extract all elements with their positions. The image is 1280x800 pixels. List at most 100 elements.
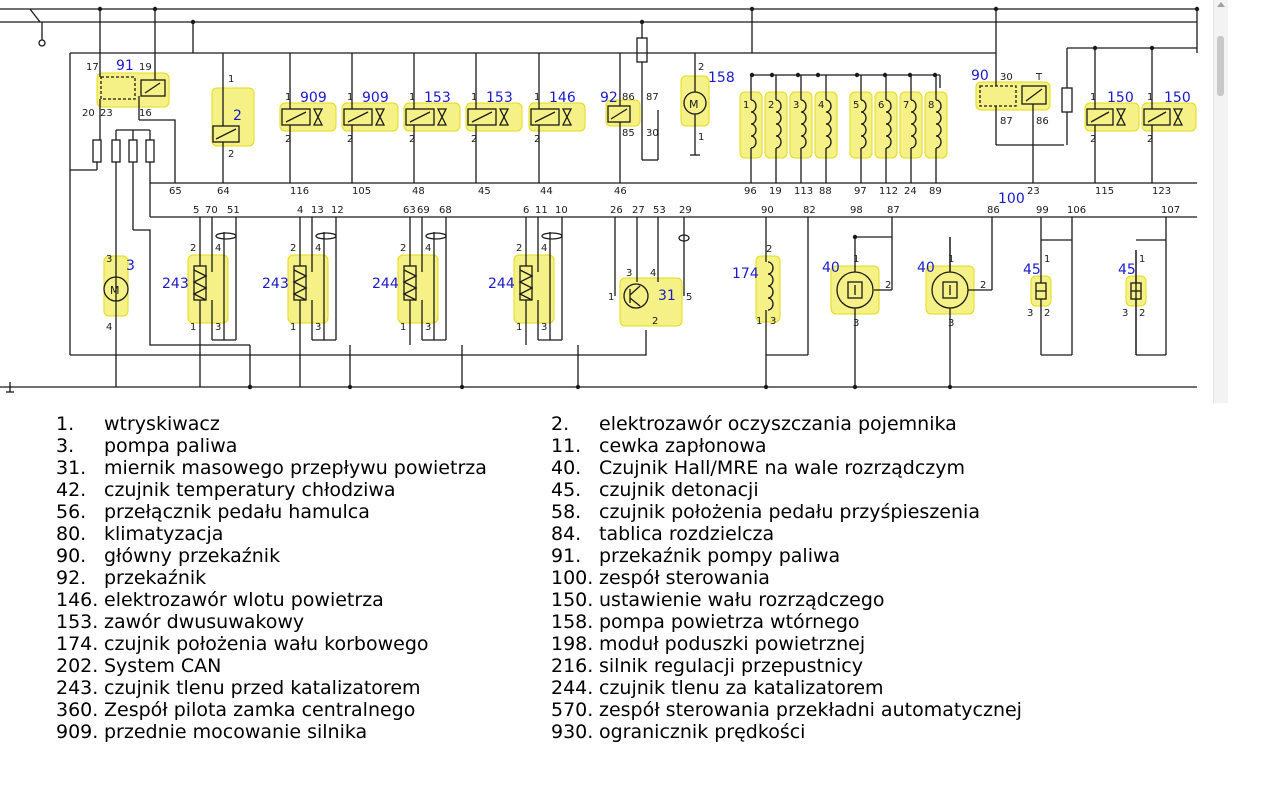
pin-label: 2	[766, 244, 772, 255]
legend-label: główny przekaźnik	[104, 545, 281, 567]
pin-label: 23	[100, 108, 113, 119]
ecu-pin-label: 48	[412, 186, 425, 197]
ecu-pin-label: 96	[744, 186, 757, 197]
solenoid-valve-icon	[1147, 111, 1167, 123]
junction-dot	[854, 72, 860, 78]
pin-label: 3	[770, 316, 776, 327]
legend-label: przednie mocowanie silnika	[104, 721, 368, 743]
scroll-thumb[interactable]	[1217, 36, 1224, 96]
legend-number: 570.	[551, 699, 594, 721]
legend-number: 3.	[56, 435, 75, 457]
transistor-icon	[629, 297, 641, 307]
component-legend: 1. wtryskiwacz 2. elektrozawór oczyszczania…	[0, 413, 1280, 753]
ecu-pin-label: 10	[555, 205, 568, 216]
legend-label: cewka zapłonowa	[599, 435, 767, 457]
ecu-pin-label: 68	[439, 205, 452, 216]
transistor-icon	[629, 285, 641, 296]
relay-coil-icon	[144, 82, 161, 94]
heated-sensor-icon	[402, 269, 418, 301]
ecu-pin-label: 87	[887, 205, 900, 216]
component-number: 153	[486, 90, 513, 106]
pin-label: 3	[626, 268, 632, 279]
motor-icon: M	[110, 284, 120, 297]
vertical-scrollbar[interactable]	[1213, 0, 1228, 403]
pin-label: 3	[948, 318, 954, 329]
ecu-pin-label: 123	[1152, 186, 1171, 197]
pin-label: 5	[853, 100, 859, 111]
ecu-pin-label: 63	[403, 205, 416, 216]
solenoid-valve-icon	[534, 111, 556, 123]
valve-icon	[1172, 108, 1184, 126]
ecu-pin-label: 11	[535, 205, 548, 216]
ckp-174-highlight	[755, 255, 781, 323]
legend-number: 45.	[551, 479, 582, 501]
legend-number: 146.	[56, 589, 99, 611]
pin-label: 1	[290, 322, 296, 333]
junction-dot	[749, 6, 755, 12]
legend-number: 1.	[56, 413, 75, 435]
pin-label: 3	[106, 254, 112, 265]
valve-icon	[498, 108, 510, 126]
inductor-coil-icon	[767, 261, 774, 311]
junction-dot	[575, 384, 581, 390]
solenoid-valve-icon	[285, 111, 307, 123]
legend-label: System CAN	[104, 655, 222, 677]
ecu-pin-label: 12	[331, 205, 344, 216]
ecu-pin-label: 23	[1027, 186, 1040, 197]
pin-label: 1	[228, 74, 234, 85]
fuse-icon	[128, 139, 138, 163]
ecu-pin-label: 70	[205, 205, 218, 216]
legend-label: czujnik położenia wału korbowego	[104, 633, 429, 655]
legend-number: 360.	[56, 699, 99, 721]
pin-label: 1	[409, 92, 415, 103]
pin-label: 3	[1122, 308, 1128, 319]
legend-number: 150.	[551, 589, 594, 611]
legend-number: 2.	[551, 413, 570, 435]
transistor-icon	[623, 283, 649, 309]
junction-dot	[947, 384, 953, 390]
component-number: 174	[732, 266, 759, 282]
legend-number: 56.	[56, 501, 87, 523]
legend-label: zawór dwusuwakowy	[104, 611, 305, 633]
legend-label: elektrozawór oczyszczania pojemnika	[599, 413, 957, 435]
component-number: 909	[362, 90, 389, 106]
pin-label: 16	[139, 108, 152, 119]
legend-number: 243.	[56, 677, 99, 699]
pin-label: 2	[980, 280, 986, 291]
legend-number: 84.	[551, 523, 582, 545]
ecu-pin-label: 53	[653, 205, 666, 216]
hall-sensor-icon	[942, 281, 958, 299]
ecu-pin-label: 113	[794, 186, 813, 197]
pin-label: 30	[1000, 72, 1013, 83]
pin-label: 2	[409, 134, 415, 145]
legend-label: czujnik tlenu za katalizatorem	[599, 677, 884, 699]
pin-label: 2	[228, 149, 234, 160]
pin-label: 2	[400, 243, 406, 254]
pin-label: 2	[768, 100, 774, 111]
heated-sensor-icon	[193, 265, 207, 301]
component-number: 92	[600, 90, 618, 106]
legend-number: 31.	[56, 457, 87, 479]
solenoid-valve-icon	[215, 128, 237, 140]
legend-label: moduł poduszki powietrznej	[599, 633, 866, 655]
ecu-pin-label: 26	[610, 205, 623, 216]
ecu-pin-label: 19	[769, 186, 782, 197]
legend-label: klimatyzacja	[104, 523, 224, 545]
legend-number: 40.	[551, 457, 582, 479]
component-number: 146	[549, 90, 576, 106]
scroll-up-arrow-icon[interactable]	[1217, 2, 1225, 7]
relay-coil-icon	[607, 105, 631, 123]
component-number: 243	[162, 276, 189, 292]
pin-label: 1	[1044, 254, 1050, 265]
heated-sensor-icon	[403, 265, 417, 301]
pin-label: 2	[885, 280, 891, 291]
ecu-pin-label: 115	[1095, 186, 1114, 197]
legend-label: wtryskiwacz	[104, 413, 220, 435]
pin-label: 1	[471, 92, 477, 103]
valve-highlight	[528, 102, 586, 132]
solenoid-valve-icon	[347, 111, 369, 123]
pin-label: 1	[516, 322, 522, 333]
component-number: 45	[1023, 262, 1041, 278]
component-number: 40	[917, 260, 935, 276]
ecu-pin-label: 89	[929, 186, 942, 197]
